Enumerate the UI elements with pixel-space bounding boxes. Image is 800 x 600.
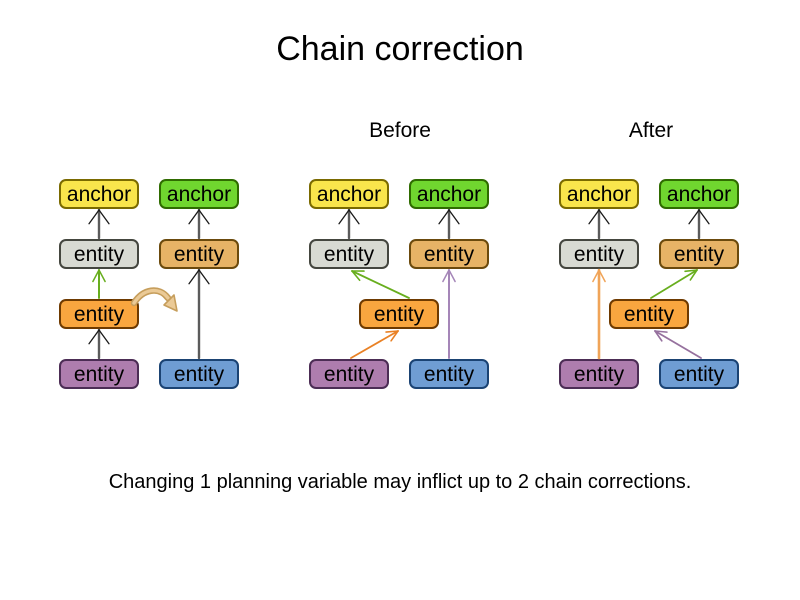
page-title: Chain correction [276,30,524,68]
arrow-gray [188,208,210,240]
entity-box: entity [609,299,689,329]
arrow-orangeBarb [350,330,399,359]
entity-box: entity [59,239,139,269]
before-label: Before [369,119,431,142]
arrow-gray [438,208,460,240]
arrow-gray [588,208,610,240]
entity-box: entity [59,359,139,389]
caption: Changing 1 planning variable may inflict… [108,471,692,493]
anchor-box: anchor [409,179,489,209]
entity-box: entity [559,239,639,269]
arrow-gray [188,268,210,360]
anchor-box: anchor [309,179,389,209]
arrow-purpleChevron [442,269,456,359]
after-label: After [628,119,674,142]
anchor-box: anchor [159,179,239,209]
curved-move-arrow [130,287,178,312]
anchor-box: anchor [559,179,639,209]
anchor-box: anchor [659,179,739,209]
entity-box: entity [659,239,739,269]
entity-box: entity [409,359,489,389]
arrow-gray [88,208,110,240]
anchor-box: anchor [59,179,139,209]
entity-box: entity [309,359,389,389]
arrow-purpleBarb [654,330,702,359]
entity-box: entity [59,299,139,329]
arrow-greenBarb [351,270,410,299]
entity-box: entity [559,359,639,389]
arrow-greenChevron [92,269,106,299]
entity-box: entity [359,299,439,329]
arrow-orangeLightChevron [592,268,606,360]
entity-box: entity [159,239,239,269]
entity-box: entity [309,239,389,269]
entity-box: entity [409,239,489,269]
arrow-gray [688,208,710,240]
entity-box: entity [159,359,239,389]
arrow-gray [338,208,360,240]
arrow-greenBarb [650,269,698,299]
arrow-gray [88,328,110,360]
entity-box: entity [659,359,739,389]
